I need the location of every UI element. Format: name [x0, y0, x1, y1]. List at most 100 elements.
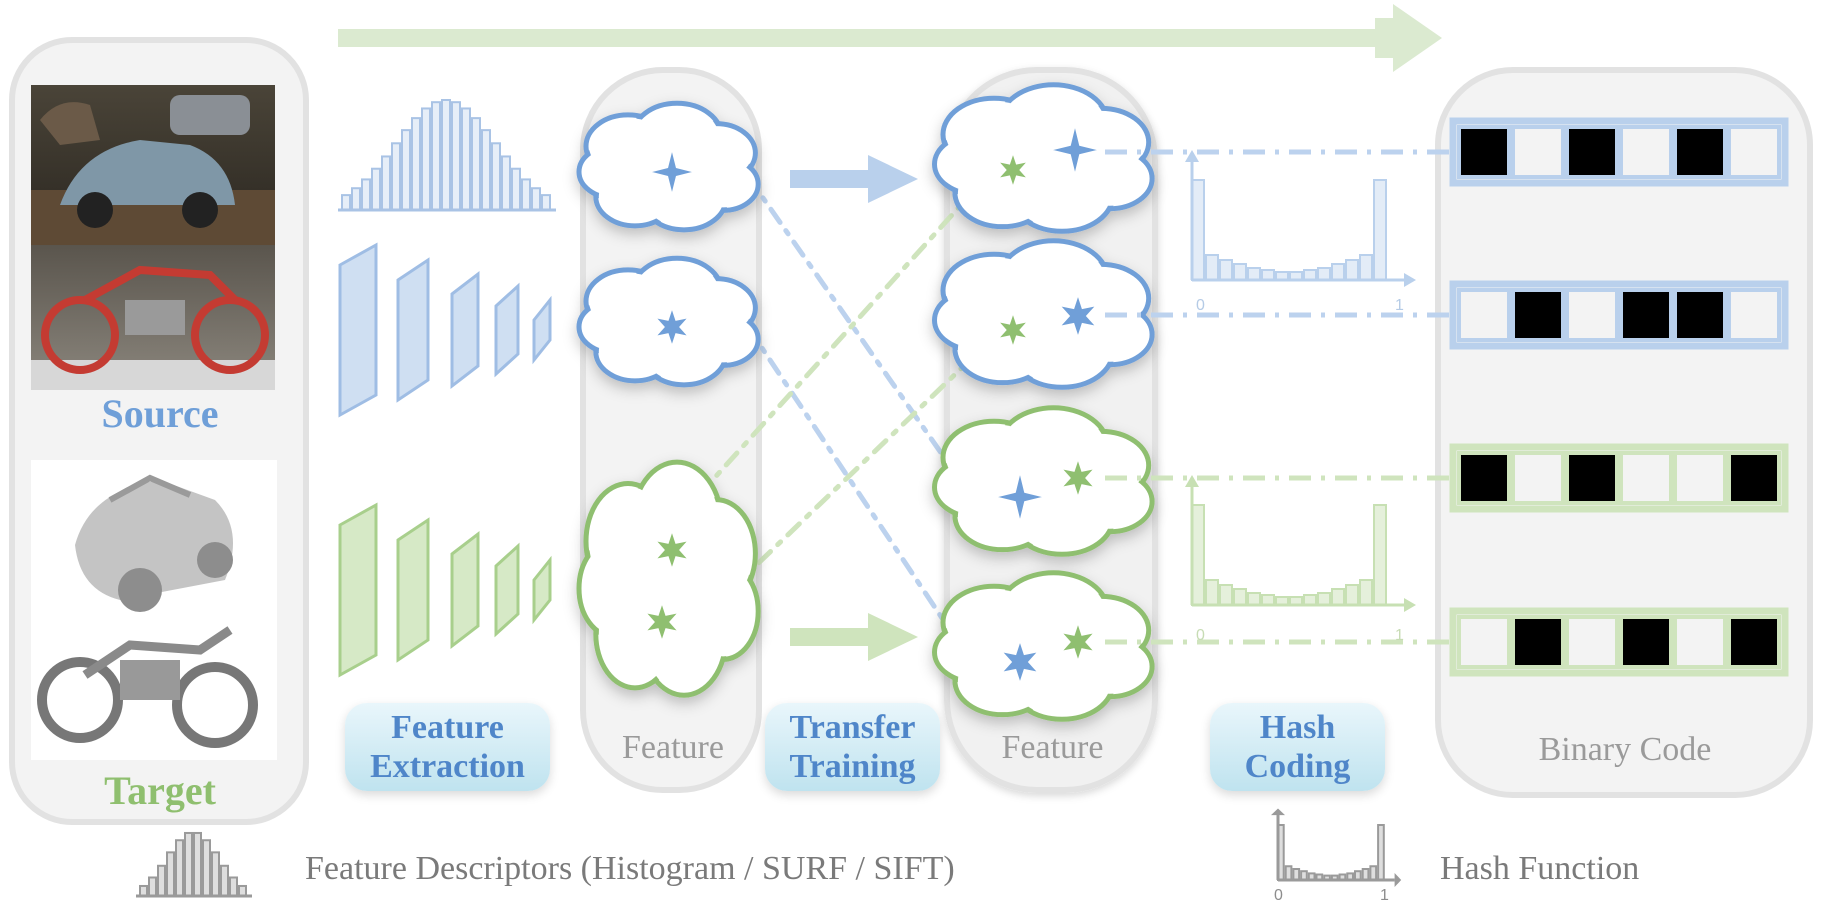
histogram-bar — [411, 117, 421, 211]
binary-code-frame — [1449, 607, 1789, 677]
histogram-bar — [175, 839, 184, 898]
histogram-bar — [238, 884, 247, 898]
histogram-bar — [481, 129, 491, 212]
bit-one — [1565, 451, 1619, 505]
transfer-arrow-source — [790, 155, 918, 203]
histogram-bar — [441, 99, 451, 211]
cnn-layer — [396, 517, 430, 663]
transfer-cloud-target-1 — [932, 405, 1155, 557]
hash-y-arrowhead — [1185, 150, 1199, 162]
hash-bar — [1205, 579, 1219, 606]
bit-zero — [1673, 451, 1727, 505]
source-star — [651, 303, 693, 351]
cnn-layer — [532, 555, 552, 625]
hash-bar — [1247, 267, 1261, 281]
hash-bar — [1331, 588, 1345, 606]
histogram-bar — [521, 178, 531, 211]
hash-axis-zero-target: 0 — [1196, 627, 1205, 644]
cnn-layers-target — [338, 502, 552, 678]
histogram-bar — [451, 101, 461, 211]
target-star — [641, 598, 683, 646]
hash-bar — [1191, 504, 1205, 606]
bit-one — [1619, 288, 1673, 342]
hash-bar — [1205, 254, 1219, 281]
legend-histogram-icon — [136, 831, 252, 898]
hash-bar — [1345, 584, 1359, 606]
legend-descriptor-text: Feature Descriptors (Histogram / SURF / … — [305, 850, 955, 887]
bit-zero — [1457, 615, 1511, 669]
transfer-arrow-target — [790, 613, 918, 661]
binary-code-row — [1449, 607, 1789, 677]
flow-arrow-top — [338, 4, 1442, 72]
bit-one — [1673, 288, 1727, 342]
hash-bar — [1345, 259, 1359, 281]
hash-bar — [1233, 588, 1247, 606]
code-connections — [1105, 149, 1455, 645]
bit-zero — [1565, 288, 1619, 342]
binary-codes — [1449, 117, 1789, 677]
legend-hash-function-icon — [1271, 808, 1402, 887]
transfer-training-label: Transfer Training — [765, 703, 940, 791]
hash-x-arrowhead — [1394, 873, 1402, 887]
source-label: Source — [101, 391, 219, 436]
cnn-layer — [396, 257, 430, 403]
histogram-bar — [351, 187, 361, 211]
cnn-layer — [494, 282, 520, 378]
cnn-layer — [338, 502, 378, 678]
hash-x-arrowhead — [1404, 273, 1416, 287]
histogram-bar — [157, 864, 166, 898]
feature-extraction-text: Feature Extraction — [370, 708, 525, 785]
bit-one — [1511, 615, 1565, 669]
bit-zero — [1727, 288, 1781, 342]
hash-bar — [1373, 504, 1387, 606]
bit-zero — [1457, 288, 1511, 342]
hash-axis-one-source: 1 — [1395, 297, 1404, 314]
hash-bar — [1369, 865, 1378, 881]
source-star — [993, 470, 1047, 524]
histogram-bar — [193, 831, 202, 897]
histogram-bar — [471, 117, 481, 211]
transfer-training-text: Transfer Training — [789, 708, 916, 785]
bit-one — [1511, 288, 1565, 342]
source-car-photo — [31, 85, 275, 245]
target-star — [994, 308, 1032, 352]
histogram-bar — [371, 167, 381, 211]
histogram-bar — [229, 876, 238, 897]
bit-one — [1457, 451, 1511, 505]
feature-panel-left-label: Feature — [622, 729, 724, 766]
histogram-bar — [491, 142, 501, 212]
bit-one — [1457, 125, 1511, 179]
feature-panel-right-label: Feature — [1001, 729, 1104, 766]
histogram-bar — [511, 167, 521, 211]
cnn-layer — [494, 542, 520, 638]
binary-code-row — [1449, 443, 1789, 513]
bit-one — [1619, 615, 1673, 669]
binary-code-frame — [1449, 117, 1789, 187]
hash-bar — [1247, 592, 1261, 606]
hash-bar — [1317, 592, 1331, 606]
hash-bar — [1317, 267, 1331, 281]
histogram-bar — [501, 155, 511, 211]
feature-cloud-target — [576, 459, 761, 698]
bit-zero — [1619, 125, 1673, 179]
bit-one — [1727, 451, 1781, 505]
histogram-bar — [381, 155, 391, 211]
cnn-layer — [450, 270, 480, 390]
bit-zero — [1619, 451, 1673, 505]
binary-code-row — [1449, 117, 1789, 187]
cloud-fill — [980, 272, 1110, 364]
cross-connections — [687, 162, 973, 648]
histogram-bar — [531, 187, 541, 211]
source-star — [647, 147, 697, 197]
bit-zero — [1511, 125, 1565, 179]
histogram-bar — [211, 851, 220, 897]
hash-y-arrowhead — [1185, 475, 1199, 487]
legend-hash-axis-one: 1 — [1380, 887, 1389, 904]
feature-cloud-source-2 — [576, 255, 761, 388]
target-star — [1057, 618, 1099, 666]
hash-coding-text: Hash Coding — [1244, 708, 1351, 785]
hash-bar — [1284, 865, 1293, 881]
hash-bar — [1359, 254, 1373, 281]
hash-coding-label: Hash Coding — [1210, 703, 1385, 791]
